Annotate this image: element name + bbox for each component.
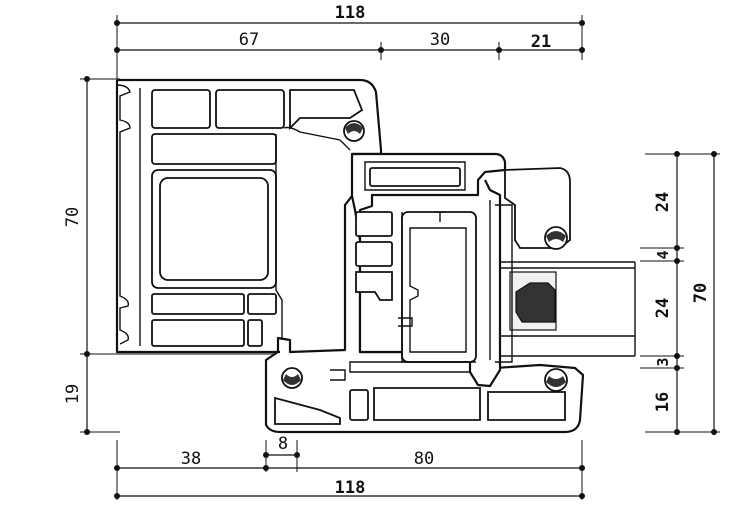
left-dimension-group: 70 19 bbox=[63, 76, 285, 435]
right-segment-label-4: 3 bbox=[654, 357, 672, 366]
bottom-chamber bbox=[487, 391, 566, 421]
top-segment-label-1: 67 bbox=[239, 30, 259, 50]
bottom-chamber bbox=[373, 387, 481, 421]
bottom-chamber bbox=[274, 396, 341, 425]
top-gasket bbox=[343, 120, 365, 142]
left-upper-label: 70 bbox=[63, 207, 83, 227]
right-segment-label-1: 24 bbox=[653, 192, 673, 212]
frame-chamber bbox=[151, 133, 277, 165]
frame-chamber bbox=[151, 89, 211, 129]
right-segment-label-5: 16 bbox=[653, 392, 673, 412]
bottom-chamber bbox=[349, 389, 369, 421]
top-segment-label-2: 30 bbox=[430, 30, 450, 50]
glass-gasket-bottom bbox=[544, 368, 568, 392]
top-segment-label-3: 21 bbox=[531, 32, 551, 52]
bottom-segment-label-1: 38 bbox=[181, 449, 201, 469]
frame-chamber bbox=[215, 89, 285, 129]
glass-gasket-top bbox=[544, 226, 568, 250]
left-lower-label: 19 bbox=[63, 384, 83, 404]
sash-chamber bbox=[355, 211, 393, 237]
bottom-segment-label-2: 8 bbox=[278, 434, 288, 454]
bottom-total-label: 118 bbox=[335, 478, 366, 498]
bottom-dimension-group: 38 8 80 118 bbox=[114, 434, 585, 500]
glass-pane bbox=[500, 261, 636, 357]
frame-chamber bbox=[151, 319, 245, 347]
right-dimension-group: 24 4 24 3 16 70 bbox=[640, 151, 720, 435]
sash-profile bbox=[274, 152, 571, 425]
top-total-label: 118 bbox=[335, 3, 366, 23]
spacer-bar bbox=[515, 282, 556, 323]
right-total-label: 70 bbox=[691, 283, 711, 303]
bottom-segment-label-3: 80 bbox=[414, 449, 434, 469]
frame-chamber bbox=[247, 319, 263, 347]
right-segment-label-3: 24 bbox=[653, 298, 673, 318]
top-dimension-group: 118 67 30 21 bbox=[114, 3, 585, 80]
sash-chamber bbox=[355, 241, 393, 267]
frame-chamber bbox=[247, 293, 277, 315]
frame-chamber bbox=[151, 293, 245, 315]
sash-gasket-bottom bbox=[281, 367, 303, 389]
right-segment-label-2: 4 bbox=[654, 250, 672, 259]
frame-profile bbox=[115, 78, 585, 434]
